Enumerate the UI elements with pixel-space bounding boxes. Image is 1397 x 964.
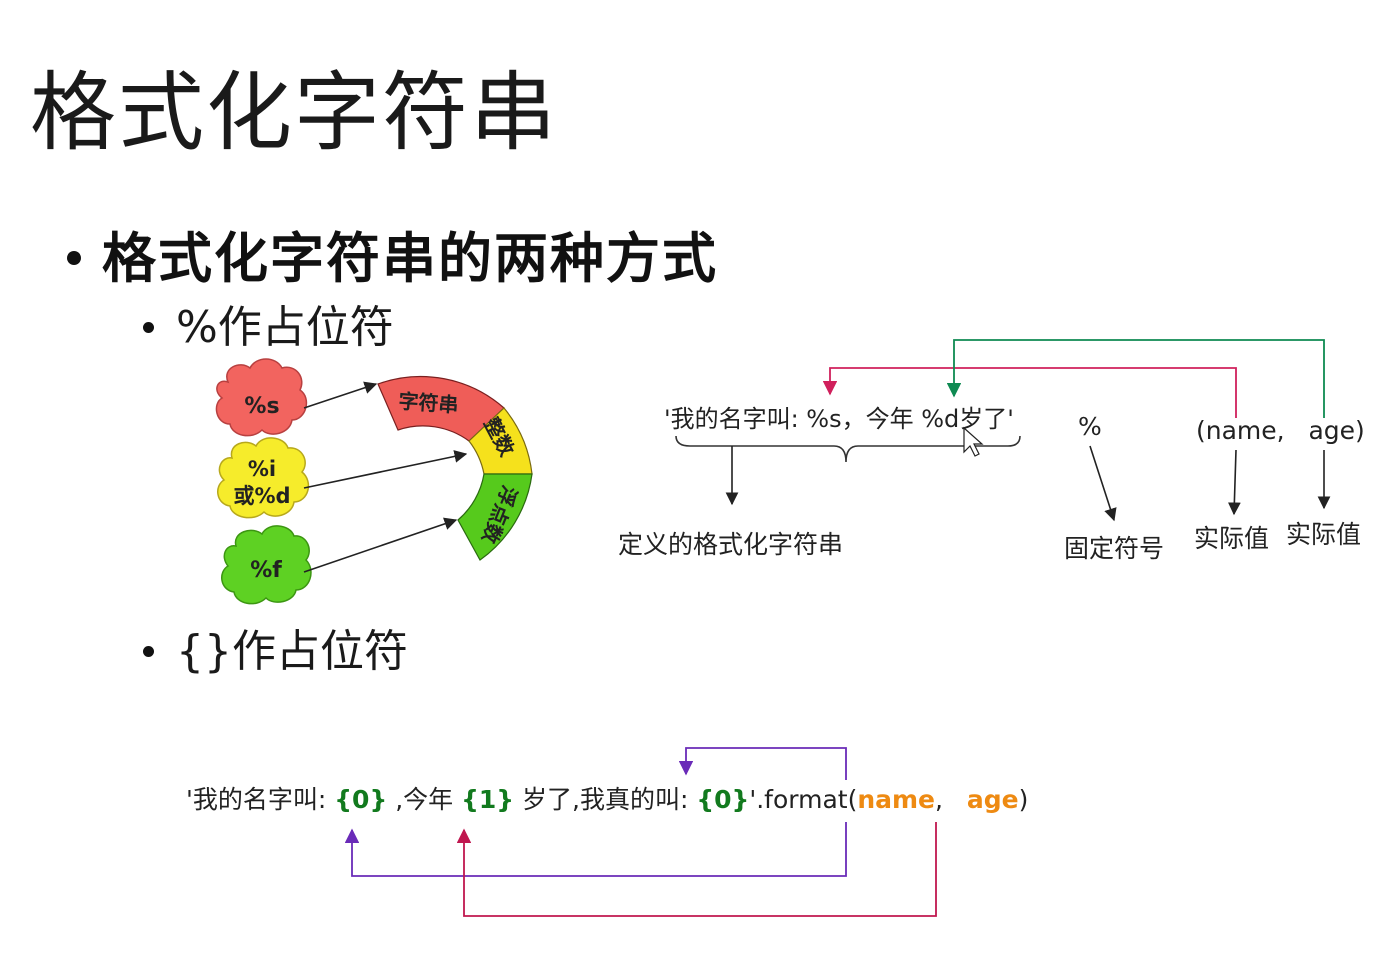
label-format-string: 定义的格式化字符串 [618, 530, 844, 559]
arrow-age-to-d [946, 339, 1325, 418]
arc-segment-integer [468, 407, 533, 475]
label-fixed-symbol: 固定符号 [1064, 534, 1165, 563]
percent-code-string: '我的名字叫: %s，今年 %d岁了' [664, 405, 1014, 433]
bullet-main-heading: 格式化字符串的两种方式 [102, 227, 718, 290]
arc-segment-float [457, 473, 533, 561]
arg-name: name [857, 785, 936, 814]
code-text: ,今年 [387, 785, 462, 814]
brace-code-line: '我的名字叫: {0} ,今年 {1} 岁了,我真的叫: {0}'.format… [186, 782, 1028, 818]
cloud-percent-i-d: %i 或%d [217, 437, 310, 519]
placeholder-0: {0} [696, 785, 750, 814]
label-actual-value: 实际值 [1286, 520, 1362, 549]
arrow-icon [303, 517, 458, 573]
cloud-label: %i [248, 457, 276, 481]
code-text: , [935, 785, 967, 814]
arrow-name-to-ph0-first [344, 822, 847, 877]
brace-icon [675, 435, 1021, 463]
code-text: ) [1018, 785, 1029, 814]
cloud-percent-s: %s [215, 358, 308, 437]
arrow-icon [1089, 445, 1117, 522]
bullet-dot [67, 251, 81, 265]
code-text: 岁了,我真的叫: [514, 785, 697, 814]
format-args: (name, age) [1196, 416, 1365, 445]
arc-label: 字符串 [398, 389, 460, 417]
bullet-dot [143, 646, 154, 657]
arrow-icon [303, 381, 378, 409]
cloud-label: %f [250, 558, 282, 583]
cloud-percent-f: %f [221, 525, 312, 605]
arrow-name-to-ph0-second [678, 747, 847, 780]
code-text: '.format( [749, 785, 858, 814]
bullet-brace-heading: {}作占位符 [176, 626, 408, 677]
bullet-percent-heading: %作占位符 [176, 302, 394, 353]
placeholder-1: {1} [461, 785, 515, 814]
type-arc: 字符串 整数 浮点数 [377, 375, 533, 561]
cloud-label: %s [244, 394, 279, 419]
page-title: 格式化字符串 [30, 63, 558, 163]
cloud-label: 或%d [233, 484, 290, 508]
label-actual-value: 实际值 [1194, 524, 1270, 553]
code-text: '我的名字叫: [186, 785, 335, 814]
arrow-icon [1227, 449, 1241, 516]
arrow-icon [303, 450, 468, 489]
arg-age: age [966, 785, 1019, 814]
placeholder-0: {0} [334, 785, 388, 814]
bullet-dot [143, 322, 154, 333]
arrow-name-to-s [822, 367, 1237, 418]
arrow-age-to-ph1 [456, 822, 937, 917]
cursor-icon [963, 426, 984, 457]
percent-symbol: % [1078, 412, 1102, 441]
